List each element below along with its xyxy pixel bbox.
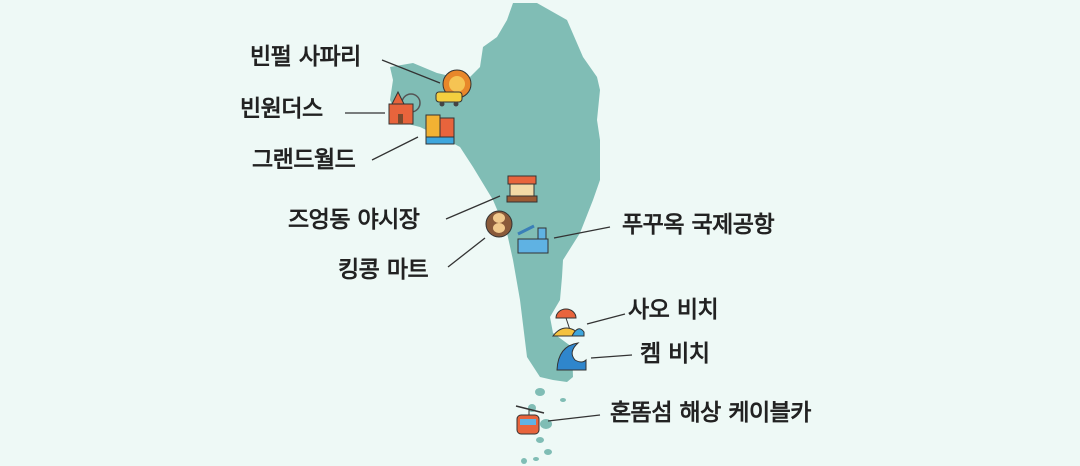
market-stall-icon bbox=[506, 175, 538, 203]
cable-car-icon bbox=[515, 405, 545, 435]
place-label-phu-quoc-airport[interactable]: 푸꾸옥 국제공항 bbox=[622, 212, 775, 238]
beach-umbrella-icon bbox=[551, 308, 585, 337]
airport-icon bbox=[517, 224, 549, 254]
place-label-vinpearl-safari[interactable]: 빈펄 사파리 bbox=[250, 44, 361, 70]
wave-icon bbox=[556, 342, 587, 371]
leader-lines bbox=[345, 59, 633, 422]
lion-safari-icon bbox=[435, 69, 472, 107]
gorilla-icon bbox=[485, 210, 513, 238]
place-label-kem-beach[interactable]: 켐 비치 bbox=[640, 341, 710, 367]
venice-buildings-icon bbox=[425, 114, 455, 145]
place-label-kingkong-mart[interactable]: 킹콩 마트 bbox=[338, 257, 429, 283]
place-label-vinwonders[interactable]: 빈원더스 bbox=[240, 96, 323, 122]
place-label-grand-world[interactable]: 그랜드월드 bbox=[252, 147, 356, 173]
place-label-sao-beach[interactable]: 사오 비치 bbox=[628, 297, 719, 323]
place-label-hon-thom-cable-car[interactable]: 혼똠섬 해상 케이블카 bbox=[610, 400, 811, 426]
place-label-duong-dong-night-market[interactable]: 즈엉동 야시장 bbox=[288, 207, 420, 233]
castle-ferris-wheel-icon bbox=[388, 90, 421, 125]
